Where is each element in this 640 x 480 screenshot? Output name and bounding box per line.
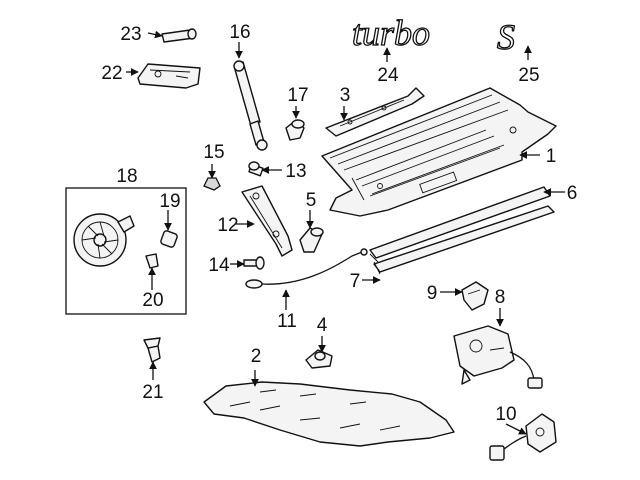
grommet bbox=[305, 349, 333, 369]
motor-screw bbox=[145, 253, 159, 269]
callout-16: 16 bbox=[229, 22, 250, 43]
callout-10: 10 bbox=[495, 404, 516, 425]
callouts: 1 2 3 4 5 6 7 8 9 10 11 12 13 14 15 16 1… bbox=[101, 22, 577, 425]
fastener-21 bbox=[143, 337, 161, 363]
inset-box bbox=[65, 187, 187, 315]
rear-lid bbox=[321, 87, 557, 217]
callout-25: 25 bbox=[518, 65, 539, 86]
lock bbox=[453, 325, 543, 389]
callout-7: 7 bbox=[350, 271, 361, 292]
callout-24: 24 bbox=[377, 65, 399, 86]
upper-seal bbox=[369, 186, 551, 259]
callout-21: 21 bbox=[142, 382, 163, 403]
spoiler-bracket bbox=[325, 87, 425, 137]
screw-14 bbox=[243, 256, 265, 270]
callout-14: 14 bbox=[208, 255, 230, 276]
callout-20: 20 bbox=[142, 290, 163, 311]
callout-15: 15 bbox=[203, 142, 224, 163]
callout-9: 9 bbox=[427, 283, 438, 304]
motor-cap bbox=[160, 230, 178, 248]
callout-4: 4 bbox=[317, 315, 328, 336]
latch-motor bbox=[73, 213, 135, 267]
callout-19: 19 bbox=[159, 191, 180, 212]
buffer bbox=[299, 227, 324, 253]
trim-panel bbox=[203, 381, 455, 447]
clip bbox=[461, 281, 489, 311]
gas-strut bbox=[233, 60, 268, 151]
callout-2: 2 bbox=[251, 346, 262, 367]
cap bbox=[203, 177, 221, 191]
callout-3: 3 bbox=[340, 85, 351, 106]
turbo-emblem: turbo bbox=[352, 13, 430, 53]
callout-8: 8 bbox=[495, 287, 506, 308]
mount-bracket bbox=[137, 63, 201, 89]
bolt-13 bbox=[248, 161, 264, 177]
pin bbox=[161, 28, 197, 43]
callout-5: 5 bbox=[306, 190, 317, 211]
callout-17: 17 bbox=[287, 85, 308, 106]
callout-18: 18 bbox=[116, 166, 137, 187]
callout-22: 22 bbox=[101, 63, 122, 84]
callout-6: 6 bbox=[567, 183, 578, 204]
callout-12: 12 bbox=[217, 215, 238, 236]
release-cable bbox=[245, 248, 368, 289]
switch bbox=[489, 413, 557, 461]
s-emblem: S bbox=[497, 17, 515, 57]
callout-1: 1 bbox=[546, 146, 557, 167]
hinge bbox=[241, 185, 293, 257]
callout-23: 23 bbox=[120, 24, 141, 45]
bump-stop bbox=[285, 119, 305, 141]
callout-13: 13 bbox=[285, 161, 306, 182]
leader-lines bbox=[126, 30, 565, 435]
callout-11: 11 bbox=[277, 311, 297, 332]
